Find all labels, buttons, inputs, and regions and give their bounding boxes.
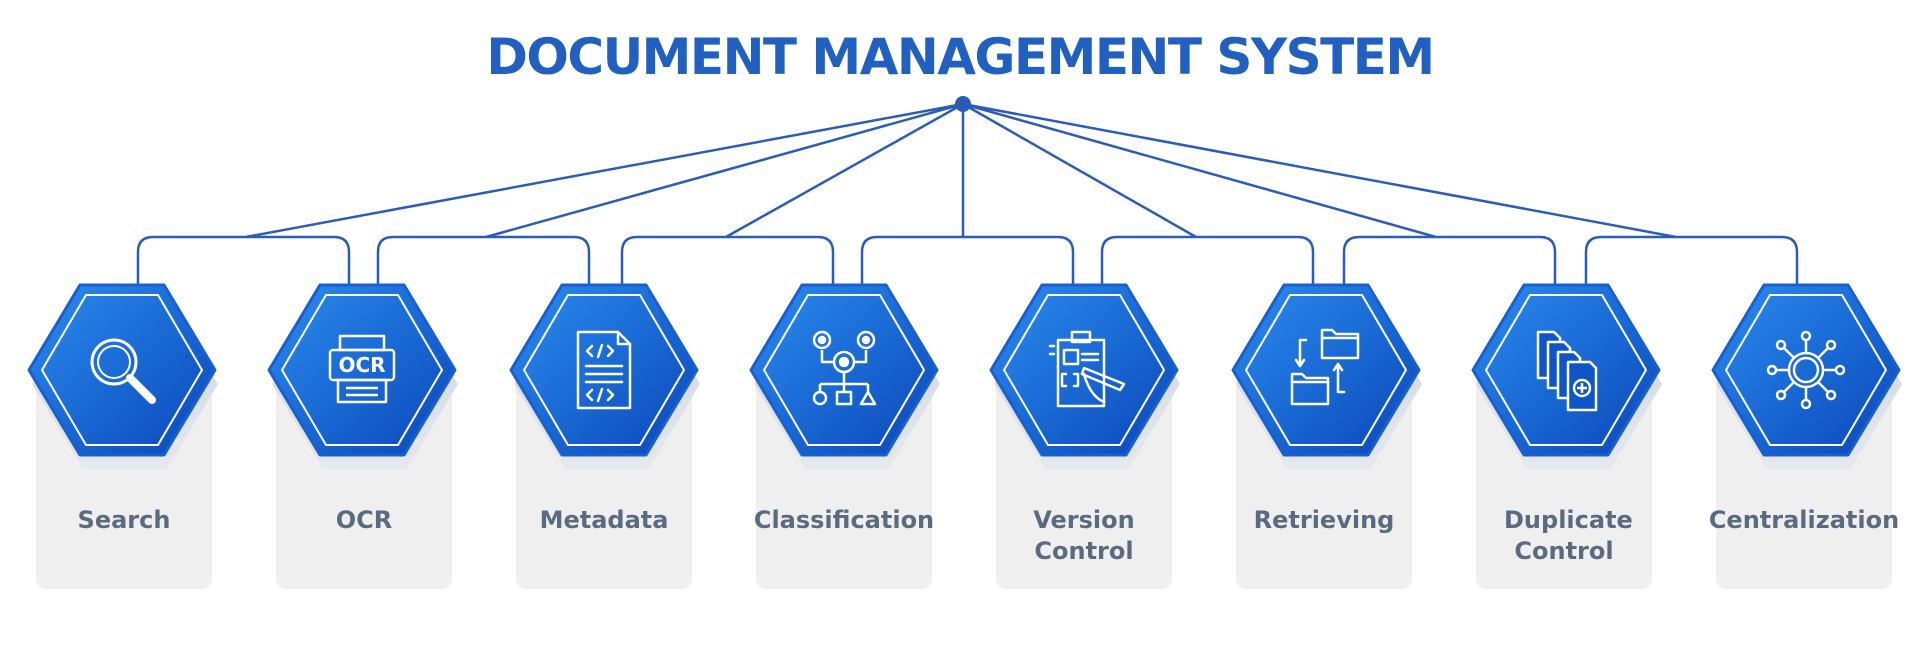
code-document-icon [576, 330, 632, 410]
connector-spoke [725, 102, 964, 239]
connector-spoke [962, 102, 1197, 239]
hex-duplicate-control [1471, 283, 1662, 469]
hex-ocr: OCR [267, 283, 458, 469]
connector-spoke [962, 102, 1677, 239]
connector-spoke [245, 102, 964, 239]
connector-bracket [1100, 235, 1315, 290]
hex-classification [749, 283, 940, 469]
item-label-centralization: Centralization [1708, 506, 1900, 534]
item-label-retrieving: Retrieving [1253, 506, 1395, 534]
connector-spoke [962, 102, 1437, 239]
item-label-version-control: Version Control [1033, 506, 1135, 565]
connector-bracket [136, 235, 351, 290]
connector-bracket [620, 235, 835, 290]
network-hub-icon [1766, 330, 1846, 410]
folder-transfer-icon [1290, 328, 1360, 406]
item-label-ocr: OCR [335, 506, 393, 534]
item-label-duplicate-control: Duplicate Control [1504, 506, 1633, 565]
svg-text:OCR: OCR [338, 353, 385, 377]
clipboard-edit-icon [1048, 330, 1126, 408]
connector-bracket [860, 235, 1075, 290]
hub-node [955, 96, 971, 112]
stacked-documents-icon [1536, 330, 1598, 412]
connector-spoke [485, 102, 964, 239]
item-label-classification: Classification [753, 506, 935, 534]
magnifier-icon [90, 338, 156, 404]
connector-bracket [1342, 235, 1557, 290]
ocr-printer-icon: OCR [328, 334, 396, 404]
item-label-metadata: Metadata [539, 506, 669, 534]
connector-bracket [376, 235, 591, 290]
hex-centralization [1711, 283, 1902, 469]
hex-version-control [989, 283, 1180, 469]
gears-flowchart-icon [812, 330, 877, 406]
diagram-title: DOCUMENT MANAGEMENT SYSTEM [486, 28, 1435, 86]
connector-lines [136, 102, 1799, 290]
hex-search [27, 283, 218, 469]
hex-retrieving [1231, 283, 1422, 469]
hex-metadata [509, 283, 700, 469]
item-label-search: Search [77, 506, 171, 534]
connector-bracket [1584, 235, 1799, 290]
